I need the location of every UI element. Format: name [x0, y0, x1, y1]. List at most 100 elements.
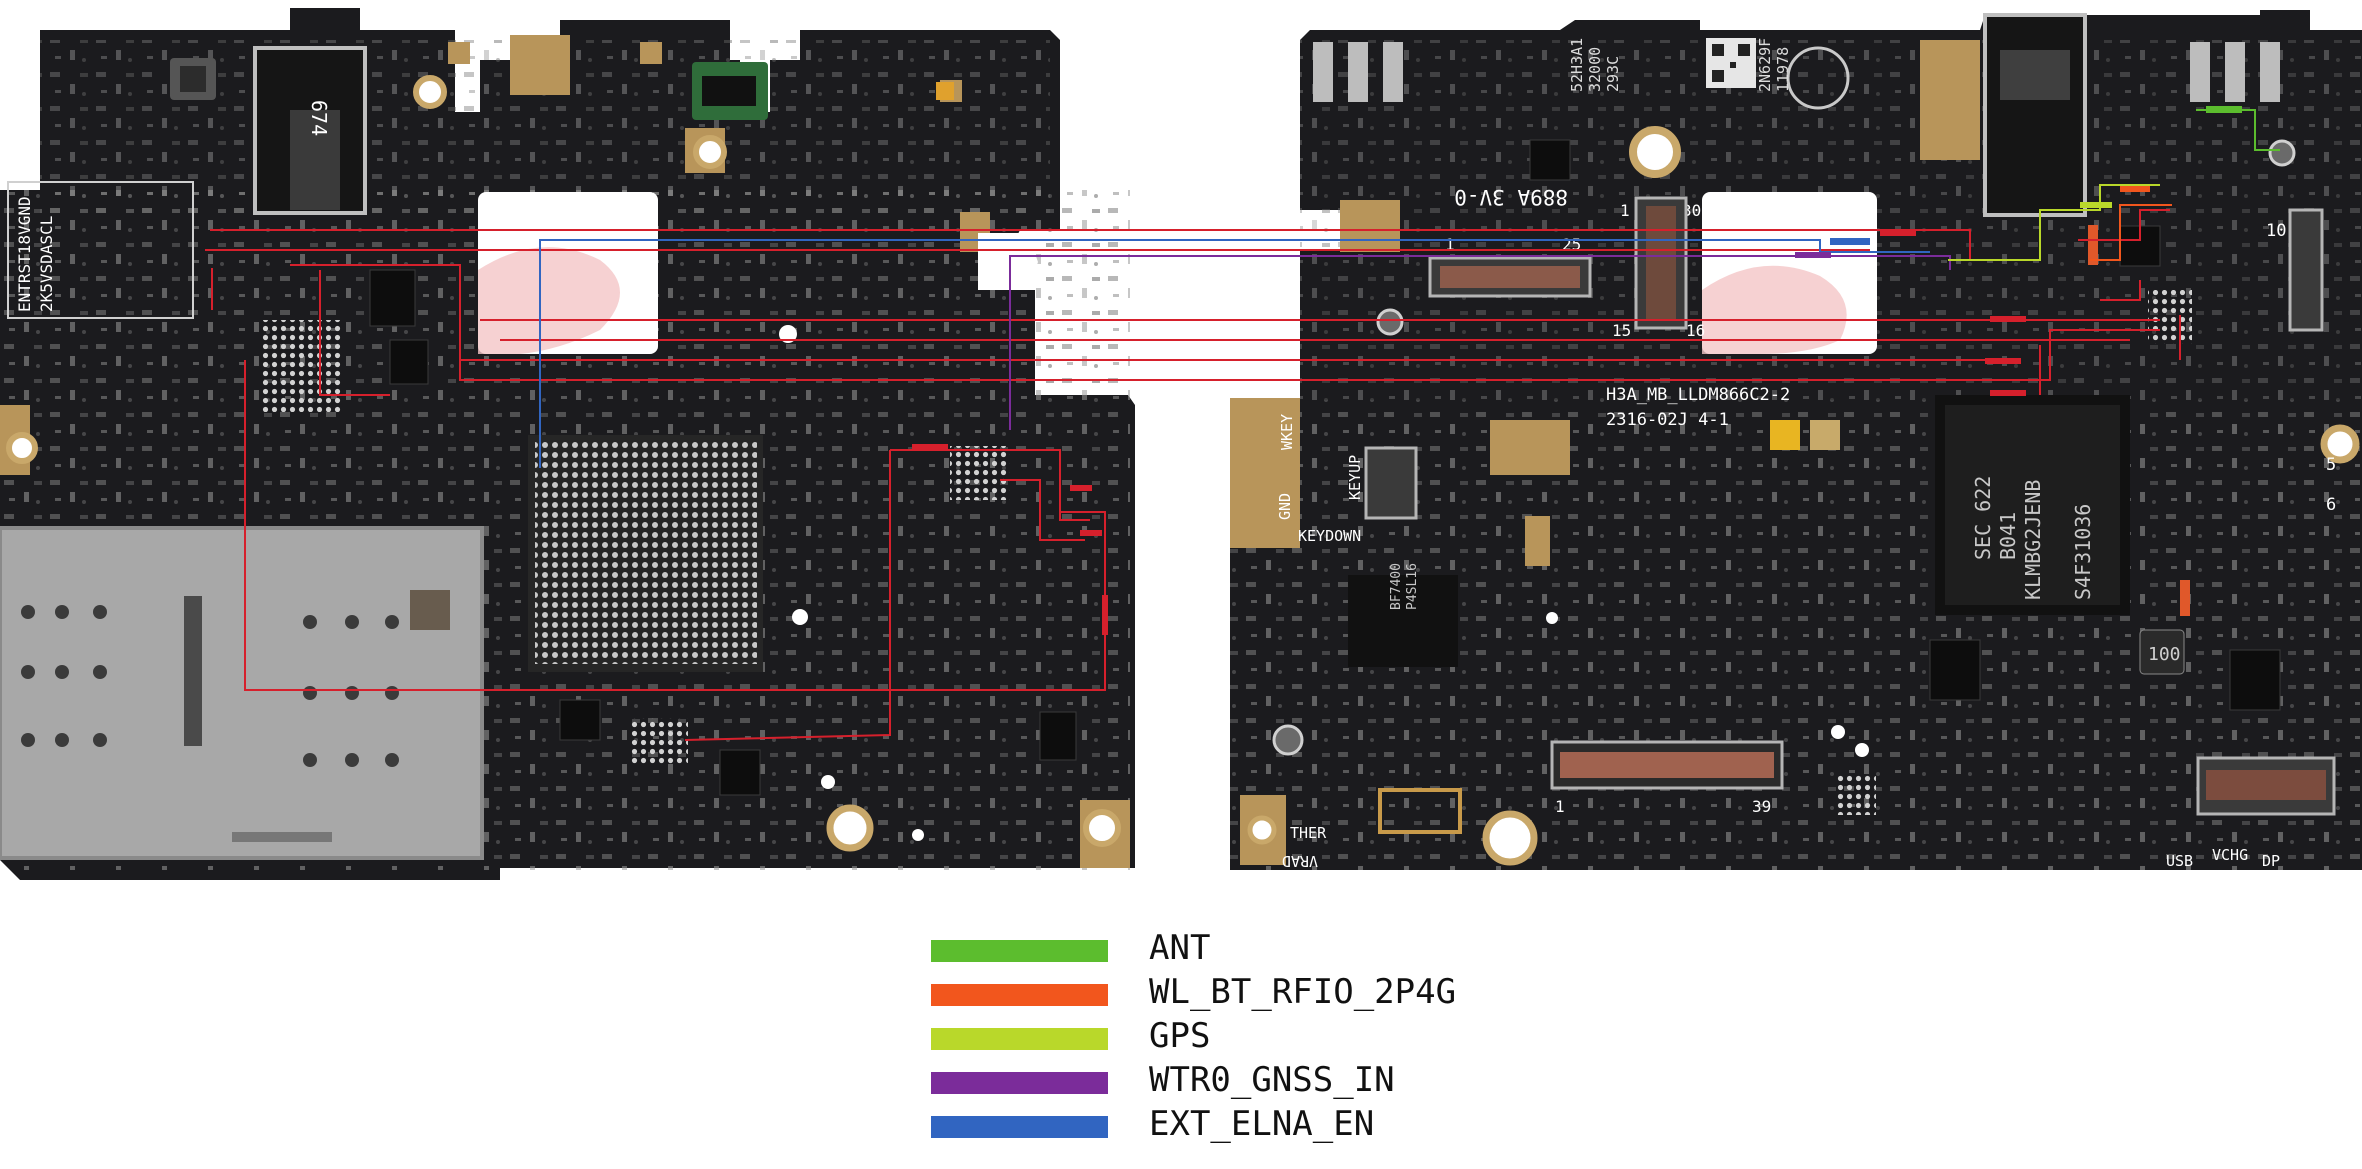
silk-date-code: 2316-02J 4-1 — [1606, 410, 1729, 430]
via — [821, 775, 835, 789]
gold-pad — [1230, 398, 1300, 548]
blue-tag — [1830, 238, 1870, 245]
mount-hole — [1629, 126, 1681, 178]
num-10-label: 10 — [2266, 221, 2286, 241]
legend-swatch — [931, 1028, 1108, 1050]
right-board: 52H3A1 32000 293C 2N629F 11978 889A 3V-0… — [1230, 10, 2362, 870]
legend-label: WTR0_GNSS_IN — [1149, 1060, 1395, 1100]
pmic-label-2: P4SL16 — [1405, 563, 1420, 610]
side-connector — [2288, 208, 2324, 332]
gold-pad — [1810, 420, 1840, 450]
emmc-label-4: S4F31036 — [2071, 504, 2095, 600]
legend-item-ant: ANT — [931, 928, 1631, 980]
red-tag — [1985, 358, 2021, 364]
fpc-pin-1: 1 — [1555, 797, 1565, 816]
keyup-label: KEYUP — [1346, 455, 1364, 500]
orange-marker — [2088, 225, 2098, 265]
trace-red — [684, 450, 891, 741]
usb-label: USB — [2166, 852, 2193, 870]
mount-hole — [693, 135, 727, 169]
gold-pad — [1920, 40, 1980, 160]
dark-chip — [2229, 649, 2281, 711]
emmc-label-3: KLMBG2JENB — [2021, 480, 2045, 600]
antenna-spring-contacts-left — [1313, 42, 1403, 102]
dark-chip — [369, 269, 416, 327]
rf-coax-connector — [1376, 308, 1404, 336]
num-5-label: 5 — [2326, 455, 2336, 475]
pmic-label-1: BF7400 — [1389, 563, 1404, 610]
via — [792, 609, 808, 625]
rf-marker — [2120, 186, 2150, 192]
legend-item-wl-bt-rfio: WL_BT_RFIO_2P4G — [931, 972, 1631, 1024]
gold-pad — [1525, 516, 1550, 566]
ther-label: THER — [1290, 824, 1327, 842]
rf-coax-connector — [2268, 139, 2296, 167]
wkey-label: WKEY — [1278, 414, 1296, 450]
gnd-label: GND — [1276, 493, 1294, 520]
trace-red — [2078, 209, 2170, 241]
red-tag — [1990, 390, 2026, 396]
pink-watermark — [1702, 265, 1847, 354]
legend-item-ext-elna-en: EXT_ELNA_EN — [931, 1104, 1631, 1156]
legend-item-wtr0-gnss-in: WTR0_GNSS_IN — [931, 1060, 1631, 1112]
conn2-pin-1: 1 — [1620, 201, 1630, 220]
gold-frame — [1378, 788, 1462, 834]
emmc-label-1: SEC 622 — [1971, 476, 1995, 560]
conn-pin-1: 1 — [1445, 235, 1455, 254]
legend-swatch — [931, 984, 1108, 1006]
button-connector — [1364, 446, 1418, 520]
silk-qr-text-2: 32000 — [1586, 47, 1604, 92]
signal-legend: ANT WL_BT_RFIO_2P4G GPS WTR0_GNSS_IN EXT… — [931, 928, 1631, 1156]
pink-watermark — [478, 247, 620, 354]
legend-label: EXT_ELNA_EN — [1149, 1104, 1375, 1144]
dark-chip — [1529, 139, 1571, 181]
signal-traces — [205, 106, 2280, 741]
bga-chip-small — [260, 320, 342, 412]
vrad-label: VRAD — [1282, 852, 1318, 870]
trace-yellow-green — [1948, 184, 2160, 261]
legend-label: WL_BT_RFIO_2P4G — [1149, 972, 1457, 1012]
red-tag — [912, 444, 948, 450]
gold-pad — [1340, 200, 1400, 252]
orange-marker — [2180, 580, 2190, 616]
rf-coax-connector — [1272, 724, 1304, 756]
gold-pad — [1770, 420, 1800, 450]
dark-chip — [389, 339, 429, 385]
slot-notch — [978, 233, 1038, 290]
purple-tag — [1795, 252, 1831, 258]
antenna-spring-contacts-right — [2190, 42, 2280, 102]
gold-pad — [1490, 420, 1570, 475]
via — [779, 325, 797, 343]
via — [1831, 725, 1845, 739]
red-tag — [1070, 485, 1092, 491]
via — [1546, 612, 1558, 624]
inductor-label: 100 — [2148, 644, 2181, 665]
via — [1855, 743, 1869, 757]
orange-led — [936, 82, 954, 100]
silk-qr-text-3: 293C — [1604, 56, 1622, 92]
keydown-label: KEYDOWN — [1298, 527, 1361, 545]
gold-pad — [448, 42, 470, 64]
audio-jack-connector — [1983, 13, 2087, 217]
left-board: 674 ENTRST18VGND 2K5VSDASCL — [0, 8, 1135, 880]
conn2-pin-16: 16 — [1686, 321, 1705, 340]
mount-hole — [1247, 815, 1277, 845]
trace-red — [890, 449, 1090, 521]
trace-red — [319, 270, 390, 396]
silk-text-entrst: ENTRST18VGND — [15, 196, 34, 312]
silk-chip-label: 674 — [307, 100, 331, 136]
trace-red — [244, 360, 1106, 691]
inductor — [2139, 629, 2185, 675]
bga-chip-wifi — [2148, 290, 2192, 344]
mount-hole — [1786, 46, 1850, 110]
silk-text-sda: 2K5VSDASCL — [37, 216, 56, 312]
trace-red — [1000, 479, 1085, 541]
legend-swatch — [931, 1116, 1108, 1138]
bga-chip-lower — [630, 718, 688, 766]
legend-swatch — [931, 1072, 1108, 1094]
red-tag — [1990, 316, 2026, 322]
legend-item-gps: GPS — [931, 1016, 1631, 1068]
silk-qr-text-4: 2N629F — [1756, 38, 1774, 92]
trace-orange — [2090, 204, 2172, 261]
